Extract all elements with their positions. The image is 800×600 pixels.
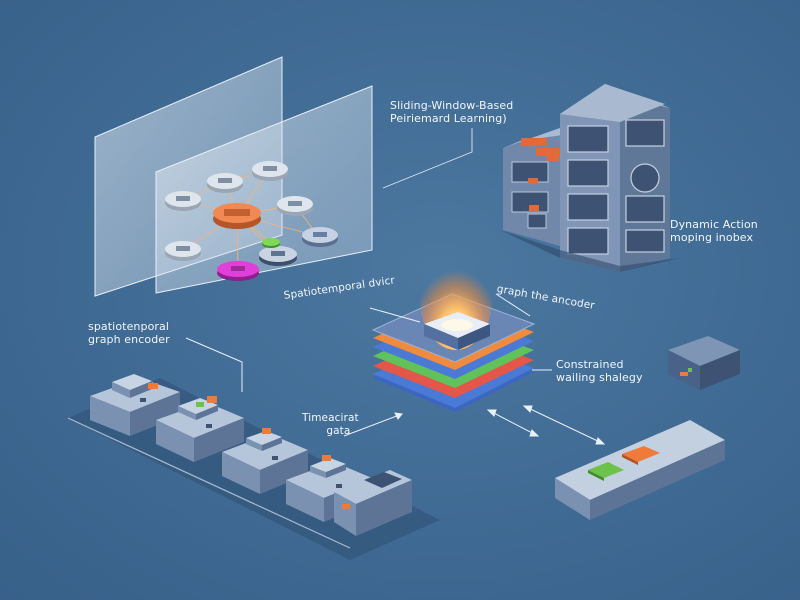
- server-box: [222, 428, 308, 494]
- server-box: [156, 396, 244, 462]
- constrained-arrow: [487, 409, 539, 437]
- graph-node: [302, 227, 338, 247]
- spatiotemporal-graph-encoder-label: spatiotenporal graph encoder: [88, 320, 170, 346]
- graph-nodes: [165, 161, 338, 281]
- sliding-window-title: Sliding-Window-Based Peiriemard Learning…: [390, 99, 513, 125]
- constrained-strategy-label: Constrained wailing shalegy: [556, 358, 643, 384]
- connectors: [185, 293, 606, 445]
- platform-green-pad: [588, 462, 624, 478]
- encoder-connector: [495, 293, 531, 317]
- graph-node: [165, 241, 201, 261]
- graph-node: [252, 161, 288, 181]
- graph-node: [207, 173, 243, 193]
- timestamp-data-label: Timeacirat gata: [302, 412, 359, 438]
- layer-stack: [371, 250, 536, 412]
- timestamp-data-line2: gata: [326, 425, 351, 437]
- constrained-line2: wailing shalegy: [556, 371, 643, 384]
- dynamic-action-line2: moping inobex: [670, 231, 754, 244]
- platform: [555, 420, 725, 520]
- sliding-title-line2: Peiriemard Learning): [390, 112, 507, 125]
- spatiotemporal-graph-line1: spatiotenporal: [88, 320, 170, 333]
- timestamp-data-line1: Timeacirat: [302, 412, 359, 424]
- dynamic-action-label: Dynamic Action moping inobex: [670, 218, 758, 244]
- driver-connector: [369, 307, 421, 323]
- title-connector-line: [382, 128, 473, 189]
- small-module: [668, 336, 740, 390]
- graph-node: [259, 246, 297, 266]
- graph-node-green: [262, 238, 280, 248]
- graph-node: [165, 191, 201, 211]
- server-box: [334, 470, 412, 536]
- spatiotemporal-graph-line2: graph encoder: [88, 333, 170, 346]
- server-tower: [500, 84, 680, 272]
- spatio-graph-connector: [185, 337, 243, 392]
- graph-hub-node: [213, 203, 261, 229]
- sliding-title-line1: Sliding-Window-Based: [390, 99, 514, 112]
- dynamic-action-line1: Dynamic Action: [670, 218, 758, 231]
- server-row: [67, 374, 440, 560]
- graph-node-magenta: [217, 261, 259, 281]
- platform-orange-pad: [622, 446, 660, 462]
- constrained-line1: Constrained: [556, 358, 624, 371]
- platform-arrow: [523, 405, 605, 445]
- server-box: [90, 374, 180, 436]
- timestamp-arrow: [343, 413, 403, 437]
- graph-node: [277, 196, 313, 216]
